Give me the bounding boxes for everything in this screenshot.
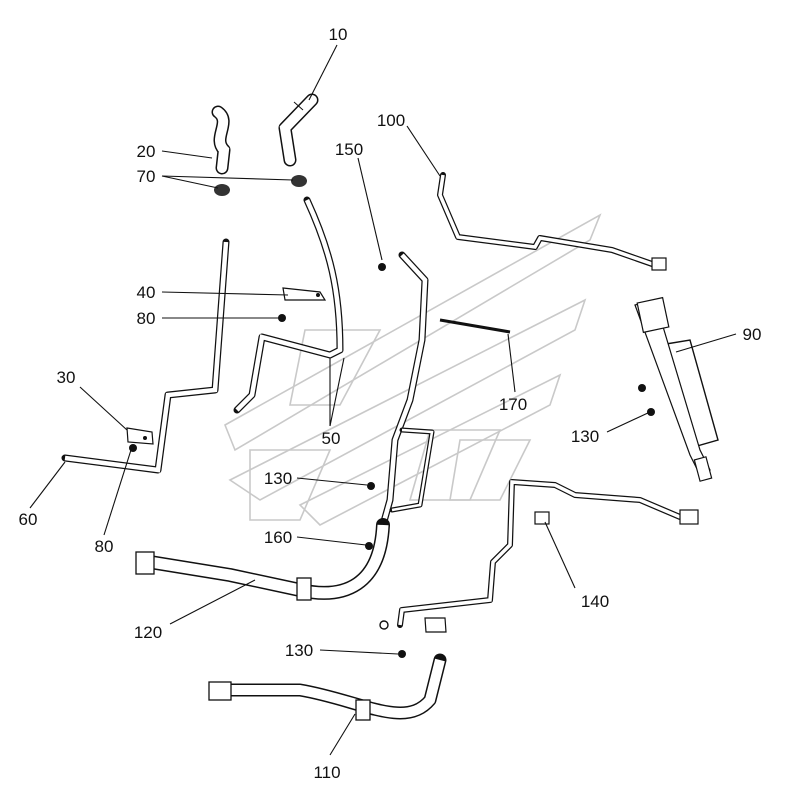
part-110-hose: [208, 653, 447, 721]
part-40-bracket: [282, 287, 327, 301]
callout-60: 60: [19, 510, 38, 529]
part-central-pipe: [379, 251, 435, 529]
callout-labels: 10 20 70 40 80 30 60 80 50 100 150 90 13…: [19, 25, 762, 782]
part-150-bolt: [378, 263, 386, 271]
part-130-bolt-b: [398, 650, 406, 658]
part-160-bolt: [365, 542, 373, 550]
callout-120: 120: [134, 623, 162, 642]
part-70-clamps: [214, 175, 307, 196]
callout-130-right: 130: [571, 427, 599, 446]
pipe-end-fitting: [379, 620, 389, 630]
callout-10: 10: [329, 25, 348, 44]
part-50-tube: [233, 196, 344, 414]
part-100-pipe: [437, 172, 667, 271]
callout-40: 40: [137, 283, 156, 302]
callout-50: 50: [322, 429, 341, 448]
callout-130-lower: 130: [285, 641, 313, 660]
part-80-bolt-upper: [278, 314, 286, 322]
callout-70: 70: [137, 167, 156, 186]
callout-80-lower: 80: [95, 537, 114, 556]
callout-30: 30: [57, 368, 76, 387]
part-60-tube: [61, 238, 230, 474]
part-130-bolt-c: [638, 384, 646, 392]
callout-130-mid: 130: [264, 469, 292, 488]
callout-110: 110: [313, 763, 340, 782]
part-130-bolt-a: [367, 482, 375, 490]
callout-20: 20: [137, 142, 156, 161]
callout-140: 140: [581, 592, 609, 611]
part-120-hose: [135, 518, 390, 601]
callout-100: 100: [377, 111, 405, 130]
part-90-receiver-drier: [634, 296, 719, 482]
callout-150: 150: [335, 140, 363, 159]
watermark-logo: [223, 213, 602, 526]
part-20-hose: [211, 105, 231, 175]
callout-90: 90: [743, 325, 762, 344]
callout-80-upper: 80: [137, 309, 156, 328]
callout-160: 160: [264, 528, 292, 547]
callout-170: 170: [499, 395, 527, 414]
part-140-pipe: [397, 479, 699, 633]
part-10-hose: [278, 93, 319, 167]
leader-lines: [29, 44, 737, 756]
part-170-rod: [439, 318, 511, 334]
part-130-bolt-d: [647, 408, 655, 416]
part-30-bracket: [126, 427, 154, 445]
